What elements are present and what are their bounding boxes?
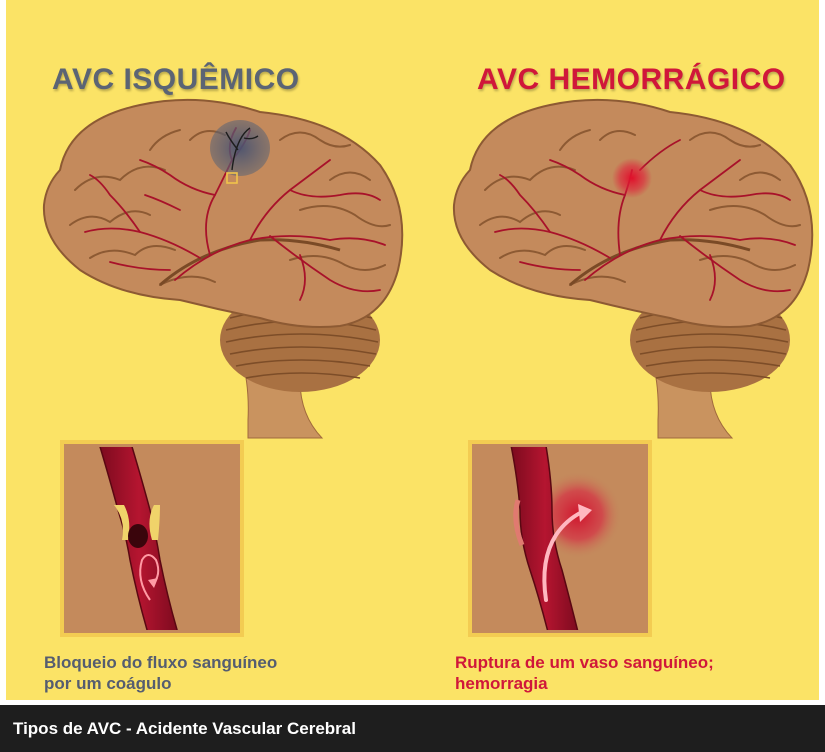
ischemic-title: AVC ISQUÊMICO [52,63,300,97]
footer-caption-bar: Tipos de AVC - Acidente Vascular Cerebra… [0,705,825,752]
footer-caption: Tipos de AVC - Acidente Vascular Cerebra… [13,719,356,739]
ischemic-caption-line-2: por um coágulo [44,673,364,694]
hemorrhagic-caption-line-1: Ruptura de um vaso sanguíneo; [455,652,795,673]
ischemic-caption: Bloqueio do fluxo sanguíneo por um coágu… [44,652,364,694]
hemorrhagic-brain-illustration [454,100,812,438]
ischemic-vessel-inset [62,440,242,640]
ischemic-caption-line-1: Bloqueio do fluxo sanguíneo [44,652,364,673]
hemorrhagic-vessel-inset [470,440,650,640]
hemorrhagic-caption-line-2: hemorragia [455,673,795,694]
ischemic-brain-illustration [44,100,402,438]
hemorrhagic-title: AVC HEMORRÁGICO [477,63,786,97]
hemorrhagic-caption: Ruptura de um vaso sanguíneo; hemorragia [455,652,795,694]
